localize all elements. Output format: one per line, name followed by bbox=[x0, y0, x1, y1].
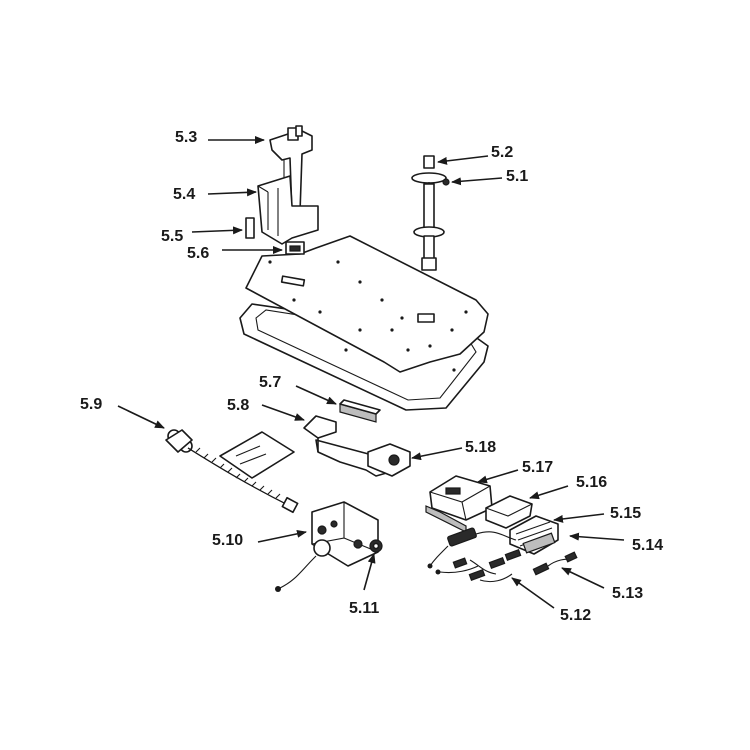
label-5-7: 5.7 bbox=[259, 374, 281, 391]
leader-arrows bbox=[117, 136, 625, 609]
label-5-9: 5.9 bbox=[80, 396, 102, 413]
arrow-5-11 bbox=[363, 553, 376, 591]
part-5-4-housing bbox=[257, 175, 319, 245]
label-5-10: 5.10 bbox=[212, 532, 243, 549]
arrow-5-5 bbox=[191, 226, 243, 235]
label-5-3: 5.3 bbox=[175, 129, 197, 146]
label-5-17: 5.17 bbox=[522, 459, 553, 476]
arrow-5-10 bbox=[257, 529, 307, 543]
label-5-6: 5.6 bbox=[187, 245, 209, 262]
label-5-8: 5.8 bbox=[227, 397, 249, 414]
arrow-5-16 bbox=[529, 485, 569, 500]
label-5-15: 5.15 bbox=[610, 505, 641, 522]
arrow-5-17 bbox=[477, 469, 519, 484]
label-5-13: 5.13 bbox=[612, 585, 643, 602]
label-5-2: 5.2 bbox=[491, 144, 513, 161]
arrow-5-2 bbox=[437, 155, 489, 165]
arrow-5-7 bbox=[295, 385, 337, 405]
wiring-harness bbox=[427, 527, 578, 583]
label-5-4: 5.4 bbox=[173, 186, 195, 203]
part-5-10-gas-valve bbox=[275, 501, 379, 592]
part-5-16-module bbox=[485, 495, 533, 529]
arrow-5-13 bbox=[561, 567, 605, 589]
arrow-5-4 bbox=[207, 188, 257, 197]
part-5-17-control-box bbox=[425, 475, 493, 533]
part-5-7-spacer bbox=[339, 399, 381, 423]
part-5-6-clip bbox=[285, 241, 305, 255]
label-5-11: 5.11 bbox=[349, 600, 379, 617]
part-5-18-plate bbox=[367, 443, 411, 477]
arrow-5-18 bbox=[411, 447, 463, 461]
label-5-5: 5.5 bbox=[161, 228, 183, 245]
part-5-5-strip bbox=[245, 217, 255, 239]
label-5-16: 5.16 bbox=[576, 474, 607, 491]
arrow-5-12 bbox=[511, 577, 555, 609]
part-5-1-nut bbox=[442, 178, 450, 186]
arrow-5-8 bbox=[261, 404, 305, 421]
arrow-5-1 bbox=[451, 177, 503, 186]
label-5-1: 5.1 bbox=[506, 168, 528, 185]
callout-labels: 5.1 5.2 5.3 5.4 5.5 5.6 5.7 5.8 5.9 5.10… bbox=[80, 129, 663, 624]
part-5-2-threaded-post bbox=[411, 155, 447, 271]
part-5-9-hose bbox=[165, 429, 299, 514]
part-5-14-terminal bbox=[522, 532, 556, 554]
label-5-18: 5.18 bbox=[465, 439, 496, 456]
label-5-12: 5.12 bbox=[560, 607, 591, 624]
part-5-11-fitting bbox=[369, 539, 383, 553]
arrow-5-15 bbox=[553, 513, 605, 523]
arrow-5-14 bbox=[569, 532, 625, 541]
label-5-14: 5.14 bbox=[632, 537, 663, 554]
arrow-5-9 bbox=[117, 405, 165, 429]
